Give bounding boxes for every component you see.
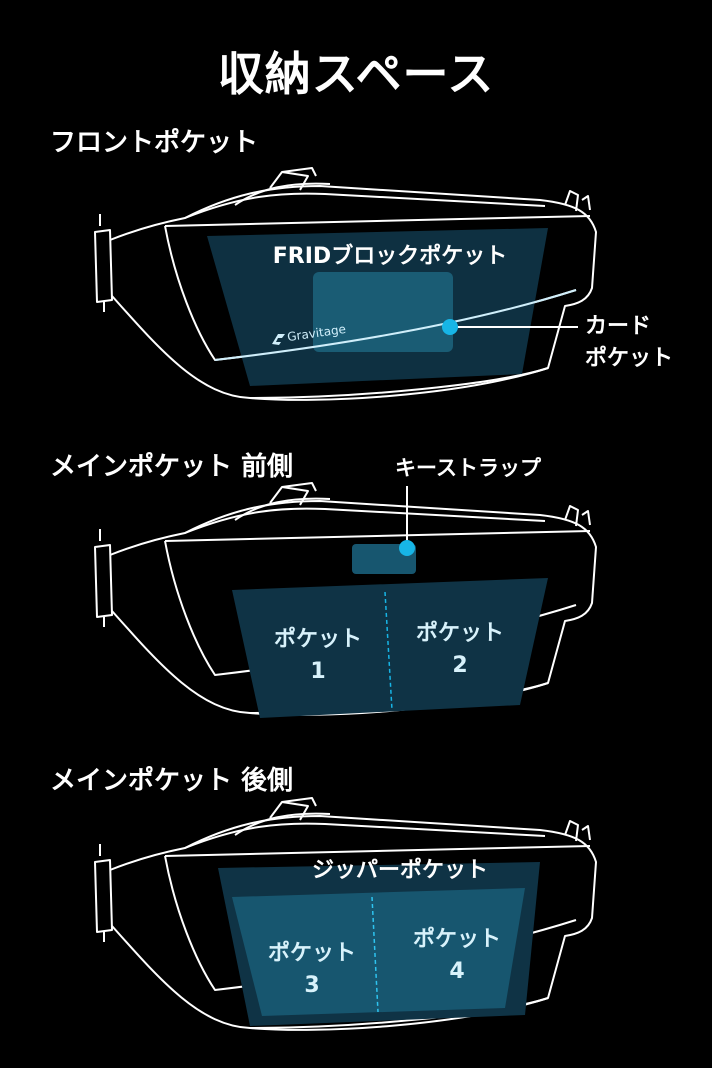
pocket-divider bbox=[371, 896, 379, 1013]
pocket-1-label: ポケット 1 bbox=[258, 624, 378, 688]
zipper-pocket-label: ジッパーポケット bbox=[311, 858, 488, 883]
section-heading-main-front: メインポケット 前側 bbox=[50, 452, 294, 482]
pocket-label: ポケット bbox=[415, 621, 504, 646]
pocket-number: 2 bbox=[452, 653, 468, 678]
pocket-label: ポケット bbox=[273, 627, 362, 652]
main-back-panel bbox=[232, 888, 525, 1016]
card-pocket-callout: カード ポケット bbox=[585, 311, 673, 375]
card-pocket-area bbox=[313, 272, 453, 352]
main-front-panel bbox=[232, 578, 548, 718]
rfid-pocket-label: FRIDブロックポケット bbox=[272, 244, 508, 269]
card-pocket-callout-line1: カード bbox=[585, 314, 652, 339]
pocket-divider bbox=[384, 591, 393, 711]
page-title: 収納スペース bbox=[217, 47, 495, 101]
key-strap-callout: キーストラップ bbox=[395, 456, 541, 480]
pocket-number: 4 bbox=[449, 959, 465, 984]
card-callout-dot bbox=[442, 319, 458, 335]
pocket-2-label: ポケット 2 bbox=[400, 618, 520, 682]
key-callout-dot bbox=[399, 540, 415, 556]
section-heading-main-back: メインポケット 後側 bbox=[50, 766, 294, 796]
pocket-number: 1 bbox=[310, 659, 326, 684]
pocket-label: ポケット bbox=[267, 941, 356, 966]
pocket-number: 3 bbox=[304, 973, 320, 998]
section-heading-front-pocket: フロントポケット bbox=[50, 128, 259, 158]
bag-seam bbox=[214, 289, 577, 361]
pocket-4-label: ポケット 4 bbox=[397, 924, 517, 988]
gravitage-logo-icon bbox=[272, 334, 285, 345]
card-pocket-callout-line2: ポケット bbox=[585, 346, 674, 371]
pocket-label: ポケット bbox=[412, 927, 501, 952]
pocket-3-label: ポケット 3 bbox=[252, 938, 372, 1002]
